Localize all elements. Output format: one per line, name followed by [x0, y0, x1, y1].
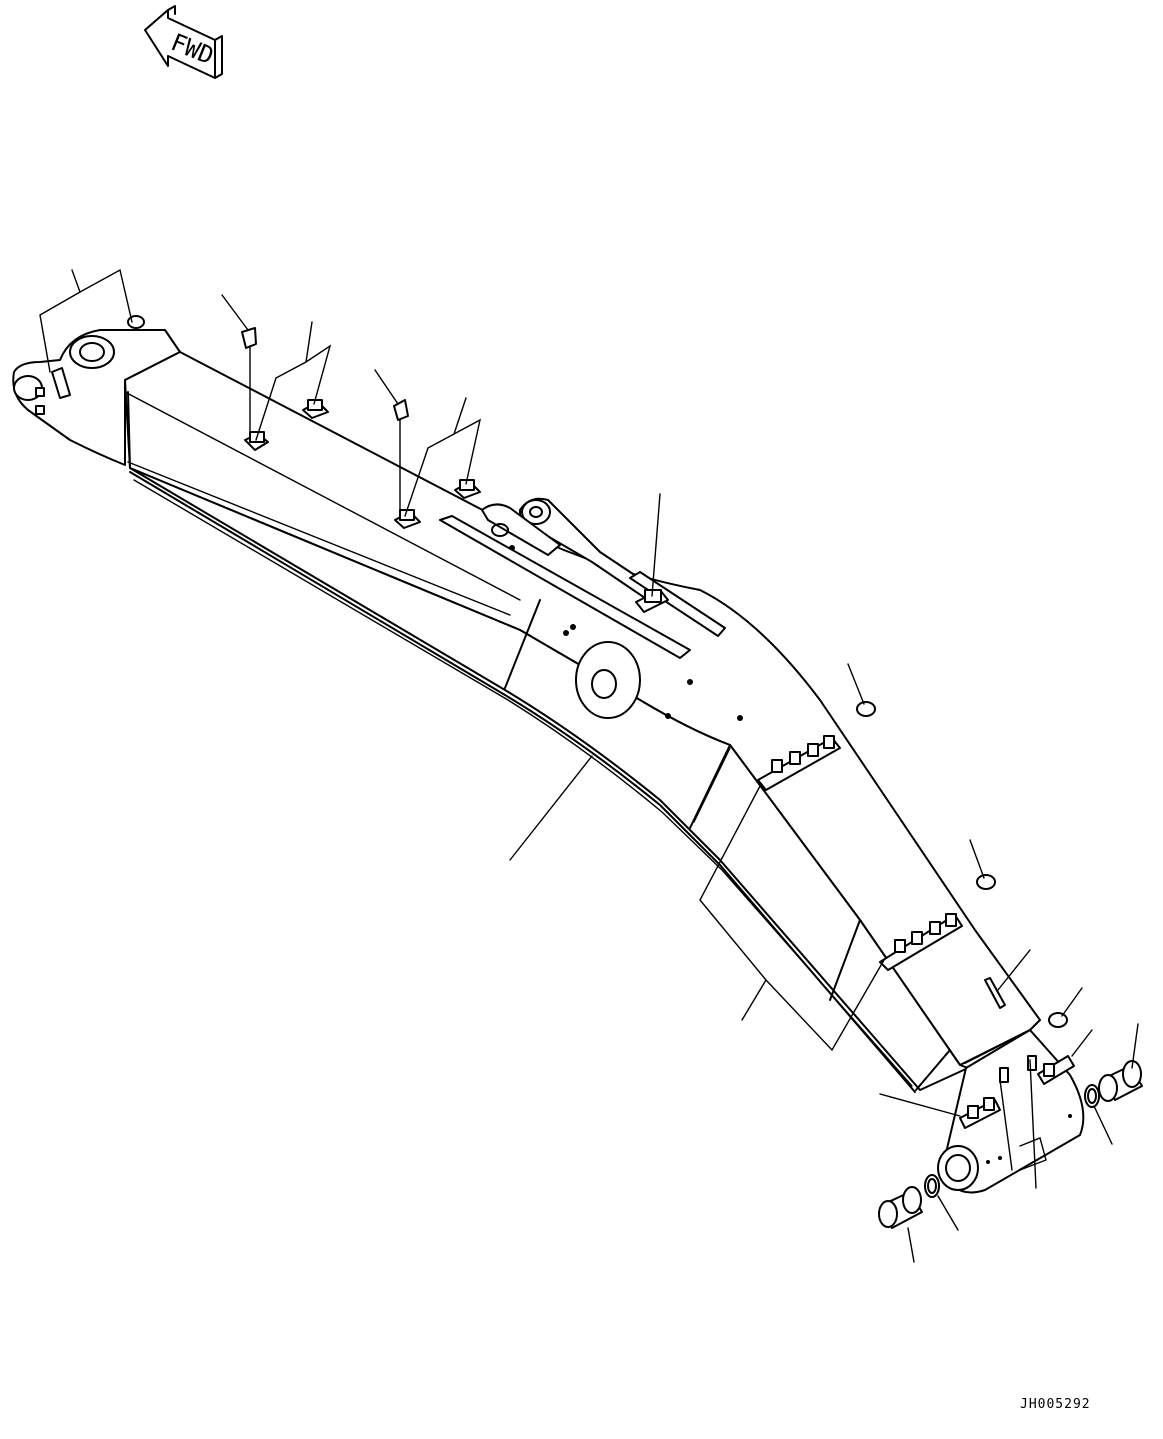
bolt-group — [241, 327, 1068, 1028]
fwd-direction-marker: FWD — [144, 5, 223, 79]
leader-lines — [39, 268, 1139, 1263]
boom-body — [12, 315, 1085, 1194]
bushing-group — [878, 1060, 1143, 1229]
drawing-code: JH005292 — [1020, 1397, 1091, 1412]
